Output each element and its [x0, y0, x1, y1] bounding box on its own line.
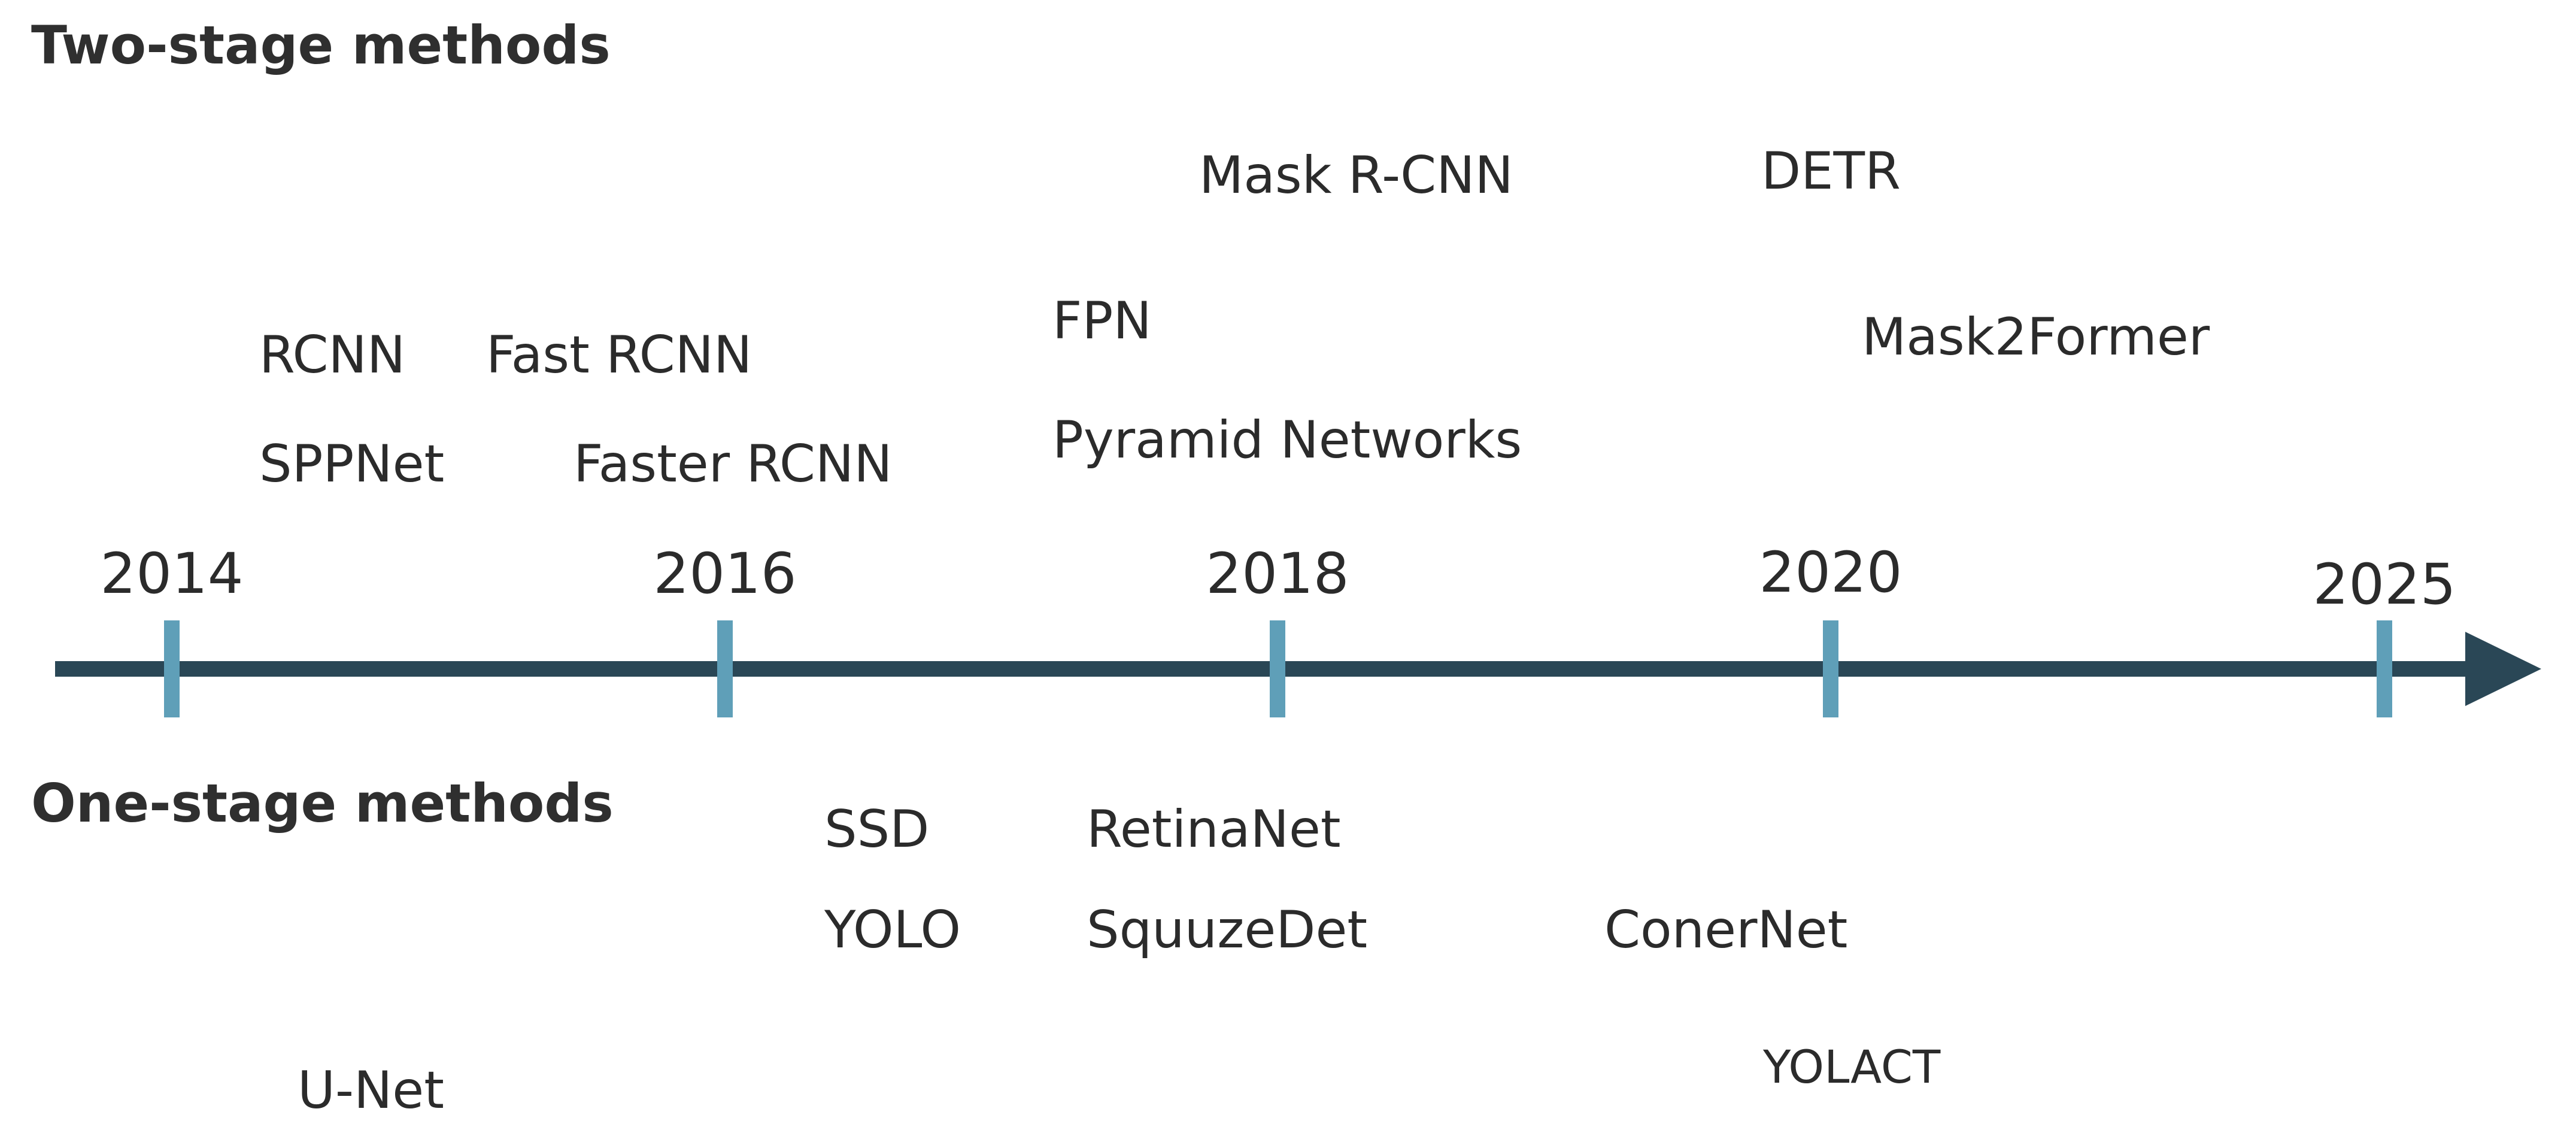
year-tick-2016	[717, 620, 733, 717]
method-fast-rcnn: Fast RCNN	[486, 325, 753, 385]
method-yolact: YOLACT	[1763, 1040, 1941, 1093]
method-pyramid-networks: Pyramid Networks	[1052, 410, 1522, 470]
year-label-2020: 2020	[1759, 540, 1903, 605]
method-sppnet: SPPNet	[259, 434, 445, 494]
year-tick-2025	[2377, 620, 2392, 717]
method-detr: DETR	[1761, 141, 1901, 201]
method-mask-rcnn: Mask R-CNN	[1199, 146, 1513, 205]
year-ticks	[164, 620, 2392, 717]
method-unet: U-Net	[298, 1061, 444, 1120]
year-tick-2018	[1270, 620, 1285, 717]
year-tick-2020	[1823, 620, 1838, 717]
method-mask2former: Mask2Former	[1862, 307, 2210, 367]
year-label-2018: 2018	[1206, 541, 1349, 607]
year-label-2016: 2016	[653, 541, 797, 607]
method-faster-rcnn: Faster RCNN	[574, 434, 893, 494]
year-label-2014: 2014	[100, 541, 244, 607]
method-squuzedet: SquuzeDet	[1087, 900, 1368, 960]
method-conernet: ConerNet	[1604, 900, 1848, 960]
method-retinanet: RetinaNet	[1087, 799, 1341, 859]
method-yolo: YOLO	[824, 900, 961, 960]
two-stage-heading: Two-stage methods	[31, 14, 611, 76]
method-fpn: FPN	[1052, 291, 1152, 351]
year-tick-2014	[164, 620, 180, 717]
one-stage-heading: One-stage methods	[31, 773, 614, 834]
year-label-2025: 2025	[2313, 552, 2456, 617]
method-ssd: SSD	[824, 799, 930, 859]
method-rcnn: RCNN	[259, 325, 406, 385]
arrow-head-icon	[2465, 632, 2541, 706]
